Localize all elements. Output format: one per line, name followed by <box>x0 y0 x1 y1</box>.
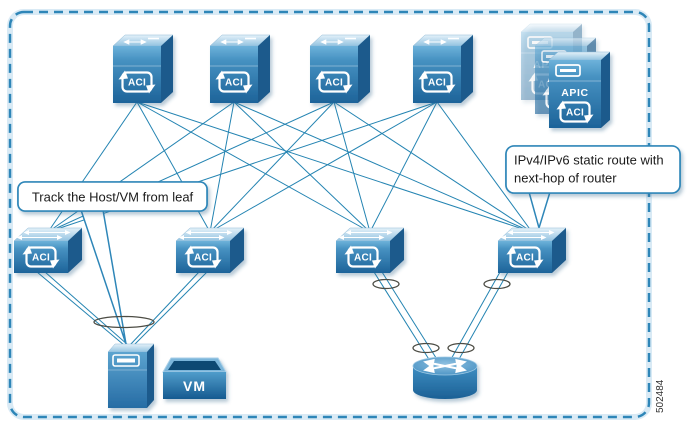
router-icon <box>412 356 478 399</box>
port-channel-oval-leaf4 <box>483 278 511 290</box>
spine-switch-2-icon: ACI <box>210 35 270 103</box>
port-channel-ovals <box>93 278 511 354</box>
aci-label: ACI <box>32 253 50 264</box>
apic-label: APIC <box>561 87 589 99</box>
spine-switch-1-icon: ACI <box>113 35 173 103</box>
port-channel-oval-router-right <box>447 342 475 354</box>
dashed-border <box>8 10 651 419</box>
leaf-switch-3-icon: ACI <box>336 228 404 273</box>
switch-gfx <box>210 35 270 103</box>
aci-label: ACI <box>194 253 212 264</box>
port-channel-oval-server <box>93 315 155 329</box>
server-slot-bar <box>117 358 135 363</box>
aci-label: ACI <box>516 253 534 264</box>
port-channel-oval-router-left <box>412 342 440 354</box>
leaf-switch-1-icon: ACI <box>14 228 82 273</box>
leaf-row: ACI ACI ACI ACI <box>14 228 566 273</box>
aci-label: ACI <box>354 253 372 264</box>
switch-gfx <box>310 35 370 103</box>
router-arrows <box>423 358 467 374</box>
switch-gfx <box>336 228 404 273</box>
switch-gfx <box>498 228 566 273</box>
callout-track-host-text: Track the Host/VM from leaf <box>32 190 194 205</box>
port-channel-oval-leaf3 <box>372 278 400 290</box>
switch-gfx <box>113 35 173 103</box>
figure-number: 502484 <box>655 379 666 413</box>
spine-row: ACI ACI ACI ACI <box>113 35 473 103</box>
callout-static-route-line2: next-hop of router <box>514 171 617 186</box>
callout-static-route: IPv4/IPv6 static route with next-hop of … <box>505 145 681 194</box>
apic-cluster: APIC ACI APIC ACI APIC ACI <box>521 24 610 128</box>
leaf-switch-2-icon: ACI <box>176 228 244 273</box>
vm-label: VM <box>183 378 206 394</box>
switch-gfx <box>176 228 244 273</box>
aci-label: ACI <box>128 78 146 89</box>
aci-label: ACI <box>325 78 343 89</box>
switch-gfx <box>14 228 82 273</box>
aci-label: ACI <box>225 78 243 89</box>
switch-gfx <box>413 35 473 103</box>
apic-node-front-icon: APIC ACI <box>549 52 610 128</box>
vm-icon: VM <box>162 357 227 399</box>
leaf-switch-4-icon: ACI <box>498 228 566 273</box>
spine-switch-3-icon: ACI <box>310 35 370 103</box>
leaf-server-links <box>36 271 208 346</box>
aci-label: ACI <box>566 108 584 119</box>
callout-static-route-line1: IPv4/IPv6 static route with <box>514 153 664 168</box>
aci-label: ACI <box>428 78 446 89</box>
spine-switch-4-icon: ACI <box>413 35 473 103</box>
leaf-router-links <box>373 271 509 362</box>
server-slot <box>112 354 140 367</box>
callout-track-host: Track the Host/VM from leaf <box>17 181 208 212</box>
server-host-icon <box>107 343 155 408</box>
